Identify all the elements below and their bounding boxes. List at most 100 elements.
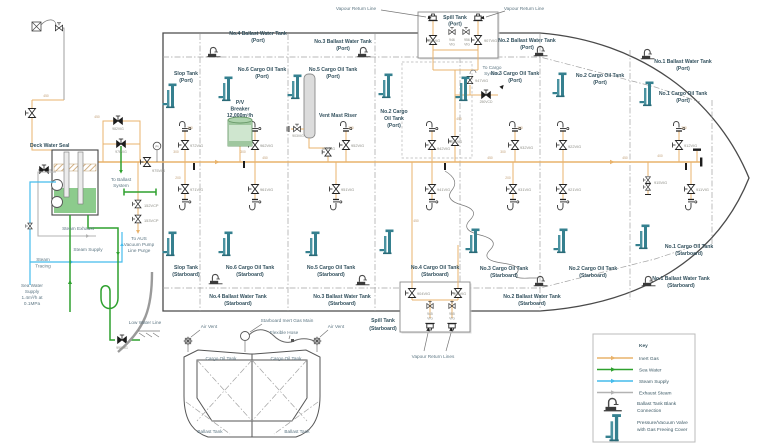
key-item-label: Steam Supply bbox=[639, 379, 669, 385]
tank-label-side: (Port) bbox=[676, 66, 690, 72]
tank-label: No.4 Ballast Water Tank bbox=[209, 294, 267, 300]
valve-label: 906VIG bbox=[427, 38, 440, 43]
pipe-size: 200 bbox=[187, 126, 193, 130]
tank-label-side: (Starboard) bbox=[236, 272, 264, 278]
valve-icon bbox=[55, 22, 63, 32]
low-water-line-label: Low Water Line bbox=[129, 320, 162, 325]
valve-icon bbox=[113, 115, 123, 125]
mast-vent-assembly bbox=[25, 19, 65, 151]
tank-label: No.3 Ballast Water Tank bbox=[313, 294, 371, 300]
valve-label: VIG bbox=[464, 43, 470, 47]
valve-label: VIG bbox=[449, 317, 455, 321]
pv-valve-icon bbox=[218, 231, 233, 257]
tank-label: No.1 Ballast Water Tank bbox=[654, 59, 712, 65]
starboard-branch bbox=[557, 162, 569, 210]
pipe-size: 200 bbox=[517, 126, 523, 130]
to-aus-label: To AUS bbox=[131, 236, 147, 241]
pipe-size: 200 bbox=[175, 176, 181, 180]
tank-label: No.1 Cargo Oil Tank bbox=[665, 244, 713, 250]
ballast-blank-connection-icon bbox=[206, 46, 222, 58]
port-branch bbox=[426, 122, 438, 163]
tank-label: No.4 Cargo Oil Tank bbox=[411, 265, 459, 271]
ballast-blank-connection-icon bbox=[640, 48, 656, 60]
tank-label-side: (Port) bbox=[508, 78, 522, 84]
valve-label: 941VIG bbox=[437, 187, 450, 192]
tank-label-side: (Starboard) bbox=[317, 272, 345, 278]
pv-breaker bbox=[227, 116, 253, 162]
spill-tank-port-piping bbox=[426, 13, 506, 162]
pv-valve-icon bbox=[378, 73, 393, 99]
valve-label: 961VIG bbox=[260, 187, 273, 192]
valve-label: 972VIG bbox=[190, 143, 203, 148]
sea-water-supply-label: 1.4m³/h at bbox=[21, 295, 43, 300]
pipe-size: 300 bbox=[240, 150, 246, 154]
pv-valve-icon bbox=[635, 224, 650, 250]
tank-label-side: (Port) bbox=[326, 74, 340, 80]
starboard-branch bbox=[249, 162, 261, 210]
valve-label: 962VIG bbox=[260, 143, 273, 148]
pipe-size: 450 bbox=[456, 117, 462, 121]
pv-breaker-label: P/V bbox=[236, 100, 245, 106]
valve-label: 152VCP bbox=[144, 203, 159, 208]
ballast-tank-label: Ballast Tank bbox=[197, 429, 223, 434]
tank-label: Slop Tank bbox=[174, 71, 198, 77]
to-ballast-system-label: System bbox=[113, 183, 129, 188]
sea-water-supply-label: 0.1MPa bbox=[24, 301, 41, 306]
gauge-label: PI bbox=[156, 145, 159, 149]
tank-label-side: (Port) bbox=[251, 38, 265, 44]
tank-label: No.1 Ballast Water Tank bbox=[652, 276, 710, 282]
pipe-size: 200 bbox=[505, 176, 511, 180]
starboard-tank-branches bbox=[179, 162, 697, 210]
tank-label: No.3 Ballast Water Tank bbox=[314, 39, 372, 45]
ship-cross-section bbox=[183, 323, 329, 438]
tank-label: No.6 Cargo Oil Tank bbox=[238, 67, 286, 73]
tank-label-side: (Port) bbox=[336, 46, 350, 52]
pipe-size: 450 bbox=[487, 156, 493, 160]
air-vent-label: Air Vent bbox=[328, 324, 345, 329]
ig-main-flange-icon bbox=[240, 331, 250, 341]
steam-exhaust-label: Steam Exhaust bbox=[62, 226, 94, 231]
pipe-size: 200 bbox=[681, 126, 687, 130]
starboard-branch bbox=[426, 162, 438, 210]
starboard-branch bbox=[507, 162, 519, 210]
valve-label: 912VIG bbox=[684, 143, 697, 148]
vent-mast-riser-label: Vent Mast Riser bbox=[319, 113, 357, 119]
ballast-blank-connection-icon bbox=[356, 46, 372, 58]
valve-label: 976VIG bbox=[115, 150, 127, 154]
sea-water-lines bbox=[67, 215, 160, 353]
tank-label: No.2 Cargo Oil Tank bbox=[569, 266, 617, 272]
pipe-size: 200 bbox=[348, 126, 354, 130]
key-title: Key bbox=[639, 343, 648, 349]
valve-icon bbox=[132, 214, 142, 224]
tank-label-side: (Starboard) bbox=[579, 273, 607, 279]
tank-label-side: (Starboard) bbox=[518, 301, 546, 307]
key-item-label: Sea Water bbox=[639, 368, 662, 374]
pipe-size: 300 bbox=[500, 150, 506, 154]
tank-label-side: (Port) bbox=[179, 78, 193, 84]
valve-label: 946 bbox=[449, 38, 455, 42]
key-item-label: Connection bbox=[637, 408, 662, 414]
tank-label: No.2 Cargo bbox=[380, 109, 407, 115]
steam-tracing-label: Steam bbox=[36, 257, 50, 262]
pv-valve-icon bbox=[162, 83, 177, 109]
tank-label: No.3 Cargo Oil Tank bbox=[491, 71, 539, 77]
flexible-hose-label: Flexible Hose bbox=[270, 330, 299, 335]
aus-purge-line bbox=[123, 162, 157, 234]
seal-bypass-piping bbox=[102, 115, 162, 174]
tank-label: Slop Tank bbox=[174, 265, 198, 271]
double-valve-915 bbox=[643, 162, 651, 195]
pv-valve-icon bbox=[287, 74, 302, 100]
to-cargo-system-label: System bbox=[484, 71, 500, 76]
pv-valve-icon bbox=[552, 72, 567, 98]
valve-label: 942VIG bbox=[437, 146, 450, 151]
ship-hull bbox=[162, 32, 750, 312]
valve-label: 932VIG bbox=[520, 145, 533, 150]
port-tank-branches bbox=[179, 122, 685, 163]
air-vent-label: Air Vent bbox=[201, 324, 218, 329]
pipe-size: 450 bbox=[43, 94, 49, 98]
vapour-return-leaders bbox=[380, 9, 506, 21]
vapour-return-lines-label: Vapour Return Lines bbox=[412, 354, 455, 359]
tank-label-side: (Starboard) bbox=[328, 301, 356, 307]
key-legend: Key Inert Gas Sea Water Steam Supply Exh… bbox=[592, 333, 696, 443]
